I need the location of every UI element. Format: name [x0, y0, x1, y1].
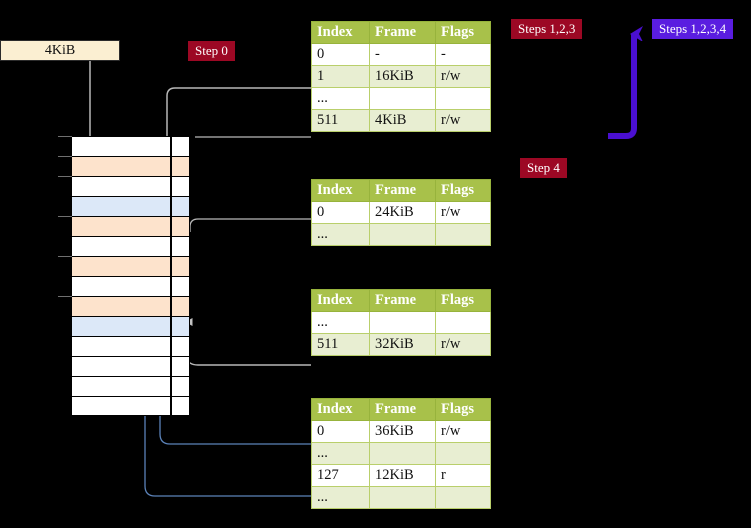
table-cell: -	[369, 43, 436, 66]
table-cell: 127	[311, 464, 370, 487]
table-cell: ...	[311, 223, 370, 246]
table-cell: ...	[311, 87, 370, 110]
memory-row	[71, 156, 190, 176]
step-4-badge: Step 4	[520, 158, 567, 178]
table-cell: ...	[311, 486, 370, 509]
memory-row	[71, 336, 190, 356]
memory-row	[71, 236, 190, 256]
gray-connector-table3	[185, 318, 311, 366]
step-0-badge: Step 0	[188, 41, 235, 61]
memory-tick	[58, 216, 72, 218]
table-cell: 36KiB	[369, 420, 436, 443]
column-header-index: Index	[311, 289, 370, 312]
table-cell: -	[435, 43, 491, 66]
column-header-index: Index	[311, 179, 370, 202]
column-header-flags: Flags	[435, 398, 491, 421]
memory-row	[71, 356, 190, 376]
memory-row	[71, 296, 190, 316]
column-header-frame: Frame	[369, 289, 436, 312]
table-cell	[369, 442, 436, 465]
table-row: ...	[311, 442, 491, 465]
memory-row	[71, 136, 190, 156]
table-cell: 0	[311, 43, 370, 66]
table-row: ...	[311, 486, 491, 509]
table-cell: r/w	[435, 333, 491, 356]
memory-tick	[58, 176, 72, 178]
table-row: 0--	[311, 43, 491, 66]
memory-tick	[58, 256, 72, 258]
table-cell: 511	[311, 333, 370, 356]
memory-row	[71, 276, 190, 296]
memory-tick	[58, 296, 72, 298]
steps-123-badge: Steps 1,2,3	[511, 19, 583, 39]
table-cell	[435, 486, 491, 509]
table-cell: r/w	[435, 109, 491, 132]
column-header-index: Index	[311, 398, 370, 421]
table-cell	[435, 87, 491, 110]
table-cell: 1	[311, 65, 370, 88]
table-row: ...	[311, 223, 491, 246]
table-cell: ...	[311, 311, 370, 334]
memory-row	[71, 316, 190, 336]
table-cell: 16KiB	[369, 65, 436, 88]
column-header-frame: Frame	[369, 21, 436, 44]
table-cell: r/w	[435, 420, 491, 443]
memory-row	[71, 176, 190, 196]
memory-row	[71, 216, 190, 236]
table-cell	[369, 486, 436, 509]
table-cell: r	[435, 464, 491, 487]
memory-grid	[71, 136, 190, 416]
table-cell	[435, 311, 491, 334]
table-cell: 511	[311, 109, 370, 132]
memory-row	[71, 396, 190, 416]
memory-row	[71, 196, 190, 216]
table-cell: 32KiB	[369, 333, 436, 356]
table-cell: 12KiB	[369, 464, 436, 487]
table-cell: r/w	[435, 201, 491, 224]
table-cell: 0	[311, 420, 370, 443]
memory-tick	[58, 156, 72, 158]
memory-grid-divider	[170, 136, 172, 416]
memory-tick	[58, 136, 72, 138]
steps-1234-badge: Steps 1,2,3,4	[652, 19, 734, 39]
table-cell: 0	[311, 201, 370, 224]
column-header-frame: Frame	[369, 398, 436, 421]
table-cell	[435, 223, 491, 246]
column-header-flags: Flags	[435, 179, 491, 202]
table-cell: ...	[311, 442, 370, 465]
column-header-flags: Flags	[435, 21, 491, 44]
table-cell: 24KiB	[369, 201, 436, 224]
table-row: ...	[311, 87, 491, 110]
column-header-frame: Frame	[369, 179, 436, 202]
gray-connector-table2	[178, 218, 311, 257]
memory-size-label: 4KiB	[0, 40, 120, 61]
column-header-flags: Flags	[435, 289, 491, 312]
memory-row	[71, 256, 190, 276]
table-row: ...	[311, 311, 491, 334]
table-cell	[369, 311, 436, 334]
table-cell	[369, 223, 436, 246]
table-cell	[435, 442, 491, 465]
table-cell: r/w	[435, 65, 491, 88]
column-header-index: Index	[311, 21, 370, 44]
table-cell: 4KiB	[369, 109, 436, 132]
purple-step-arrow	[608, 34, 634, 139]
table-cell	[369, 87, 436, 110]
memory-row	[71, 376, 190, 396]
